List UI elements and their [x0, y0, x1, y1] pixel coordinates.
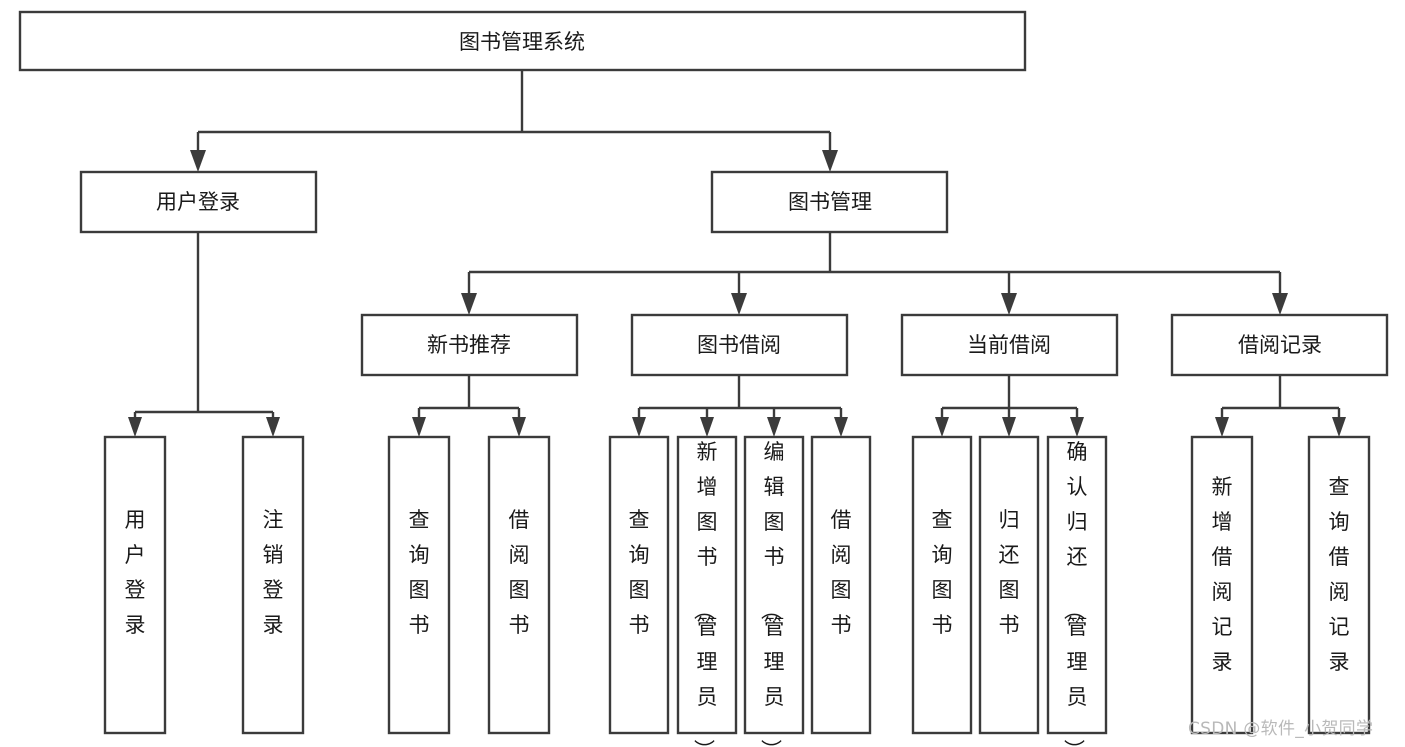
node-leaf-user-login-box[interactable] — [103, 435, 167, 735]
connectors-root-to-level2 — [190, 70, 838, 172]
connectors-borrow-record-to-leaves — [1215, 375, 1346, 437]
leaf-group-current-borrow: 查询图书 归还图书 确认归还（管理员） — [911, 435, 1108, 747]
node-leaf-query-book-2[interactable]: 查询图书 — [608, 435, 670, 735]
node-borrow-record-label: 借阅记录 — [1238, 333, 1322, 357]
arrow-head-leaf-add-record — [1215, 417, 1229, 437]
node-leaf-borrow-book-1-label: 借阅图书 — [509, 508, 530, 637]
arrow-head-leaf-logout — [266, 417, 280, 437]
node-leaf-logout-label: 注销登录 — [263, 508, 284, 637]
node-leaf-edit-book-box[interactable] — [743, 435, 805, 735]
arrow-head-leaf-edit-book — [767, 417, 781, 437]
node-current-borrow-label: 当前借阅 — [967, 333, 1051, 357]
arrow-head-leaf-return-book — [1002, 417, 1016, 437]
node-new-book-rec-label: 新书推荐 — [427, 333, 511, 357]
node-borrow-record[interactable]: 借阅记录 — [1170, 313, 1389, 377]
node-new-book-rec[interactable]: 新书推荐 — [360, 313, 579, 377]
arrow-head-new-book-rec — [461, 293, 477, 315]
arrow-head-leaf-query-book-2 — [632, 417, 646, 437]
node-leaf-add-record[interactable]: 新增借阅记录 — [1190, 435, 1254, 735]
arrow-head-current-borrow — [1001, 293, 1017, 315]
connectors-book-manage-to-level3 — [461, 232, 1288, 315]
node-leaf-confirm-return[interactable]: 确认归还（管理员） — [1046, 435, 1108, 747]
node-user-login-box[interactable] — [79, 170, 318, 234]
arrow-head-leaf-query-book-3 — [935, 417, 949, 437]
node-leaf-borrow-book-1[interactable]: 借阅图书 — [487, 435, 551, 735]
node-leaf-query-book-1-label: 查询图书 — [409, 508, 430, 637]
node-book-borrow-label: 图书借阅 — [697, 333, 781, 357]
node-leaf-query-record-box[interactable] — [1307, 435, 1371, 735]
node-leaf-query-book-3[interactable]: 查询图书 — [911, 435, 973, 735]
node-leaf-query-book-2-label: 查询图书 — [629, 508, 650, 637]
node-book-borrow-box[interactable] — [630, 313, 849, 377]
node-leaf-query-book-1-box[interactable] — [387, 435, 451, 735]
arrow-head-borrow-record — [1272, 293, 1288, 315]
csdn-watermark: CSDN @软件_小贺同学 — [1188, 719, 1374, 739]
connectors-new-book-rec-to-leaves — [412, 375, 526, 437]
leaf-group-user-login: 用户登录 注销登录 — [103, 435, 305, 735]
node-leaf-borrow-book-2[interactable]: 借阅图书 — [810, 435, 872, 735]
arrow-head-leaf-borrow-book-1 — [512, 417, 526, 437]
node-leaf-add-book-box[interactable] — [676, 435, 738, 735]
leaf-group-book-borrow: 查询图书 新增图书（管理员） 编辑图书（管理员） 借阅图书 — [608, 435, 872, 747]
node-leaf-borrow-book-2-box[interactable] — [810, 435, 872, 735]
node-book-manage-label: 图书管理 — [788, 190, 872, 214]
node-leaf-return-book[interactable]: 归还图书 — [978, 435, 1040, 735]
node-user-login[interactable]: 用户登录 — [79, 170, 318, 234]
node-new-book-rec-box[interactable] — [360, 313, 579, 377]
node-root[interactable]: 图书管理系统 — [18, 10, 1027, 72]
node-leaf-add-book-label: 新增图书（管理员） — [692, 440, 718, 747]
node-leaf-borrow-book-1-box[interactable] — [487, 435, 551, 735]
arrow-head-book-manage — [822, 150, 838, 172]
node-leaf-query-record-label: 查询借阅记录 — [1329, 475, 1350, 674]
node-borrow-record-box[interactable] — [1170, 313, 1389, 377]
arrow-head-leaf-borrow-book-2 — [834, 417, 848, 437]
node-root-box[interactable] — [18, 10, 1027, 72]
node-leaf-return-book-box[interactable] — [978, 435, 1040, 735]
leaf-group-new-book-rec: 查询图书 借阅图书 — [387, 435, 551, 735]
node-leaf-query-book-2-box[interactable] — [608, 435, 670, 735]
node-leaf-edit-book[interactable]: 编辑图书（管理员） — [743, 435, 805, 747]
node-leaf-user-login[interactable]: 用户登录 — [103, 435, 167, 735]
arrow-head-leaf-confirm-return — [1070, 417, 1084, 437]
node-leaf-logout-box[interactable] — [241, 435, 305, 735]
connectors-user-login-to-leaves — [128, 232, 280, 437]
node-current-borrow-box[interactable] — [900, 313, 1119, 377]
node-leaf-add-record-box[interactable] — [1190, 435, 1254, 735]
node-leaf-user-login-label: 用户登录 — [125, 508, 146, 637]
node-root-label: 图书管理系统 — [459, 30, 585, 54]
arrow-head-leaf-query-book-1 — [412, 417, 426, 437]
node-leaf-confirm-return-label: 确认归还（管理员） — [1062, 440, 1088, 747]
node-leaf-add-record-label: 新增借阅记录 — [1212, 475, 1233, 674]
node-leaf-edit-book-label: 编辑图书（管理员） — [759, 440, 785, 747]
node-book-borrow[interactable]: 图书借阅 — [630, 313, 849, 377]
arrow-head-leaf-query-record — [1332, 417, 1346, 437]
node-leaf-query-book-3-label: 查询图书 — [932, 508, 953, 637]
node-leaf-query-book-1[interactable]: 查询图书 — [387, 435, 451, 735]
arrow-head-book-borrow — [731, 293, 747, 315]
node-current-borrow[interactable]: 当前借阅 — [900, 313, 1119, 377]
node-leaf-query-book-3-box[interactable] — [911, 435, 973, 735]
leaf-group-borrow-record: 新增借阅记录 查询借阅记录 — [1190, 435, 1371, 735]
node-leaf-return-book-label: 归还图书 — [999, 508, 1020, 637]
connectors-current-borrow-to-leaves — [935, 375, 1084, 437]
node-book-manage-box[interactable] — [710, 170, 949, 234]
node-leaf-borrow-book-2-label: 借阅图书 — [831, 508, 852, 637]
arrow-head-leaf-user-login — [128, 417, 142, 437]
node-leaf-add-book[interactable]: 新增图书（管理员） — [676, 435, 738, 747]
node-leaf-query-record[interactable]: 查询借阅记录 — [1307, 435, 1371, 735]
node-leaf-confirm-return-box[interactable] — [1046, 435, 1108, 735]
node-book-manage[interactable]: 图书管理 — [710, 170, 949, 234]
node-user-login-label: 用户登录 — [156, 190, 240, 214]
connectors-book-borrow-to-leaves — [632, 375, 848, 437]
arrow-head-leaf-add-book — [700, 417, 714, 437]
node-leaf-logout[interactable]: 注销登录 — [241, 435, 305, 735]
arrow-head-user-login — [190, 150, 206, 172]
